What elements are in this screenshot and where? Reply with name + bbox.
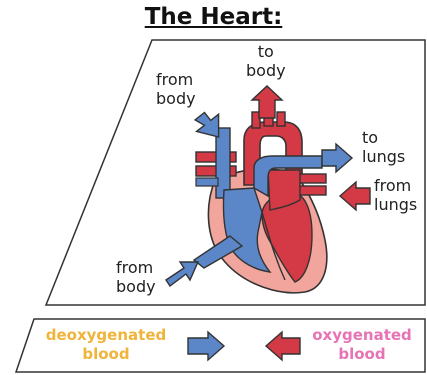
legend-arrow-blue <box>188 332 224 360</box>
aorta-branch-right <box>277 112 285 126</box>
legend-arrow-red <box>266 332 300 360</box>
superior-vena-cava <box>216 128 230 198</box>
arrow-from-body-bottom <box>166 262 198 286</box>
arrow-from-lungs <box>340 182 370 210</box>
vessel-blue-left <box>196 178 218 186</box>
arrow-to-lungs <box>322 144 352 172</box>
